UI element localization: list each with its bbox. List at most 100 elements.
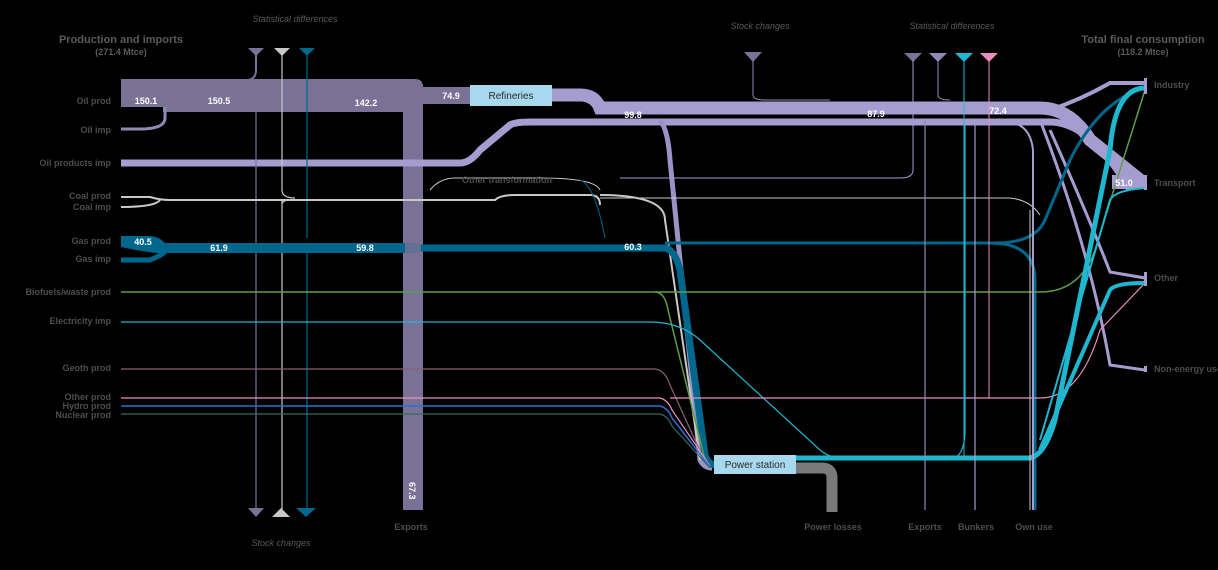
left-title: Production and imports	[59, 34, 183, 46]
power-losses-label: Power losses	[804, 522, 862, 532]
bunkers-label: Bunkers	[958, 522, 994, 532]
source-label: Hydro prod	[63, 401, 112, 411]
gas-to-sinks	[665, 86, 1146, 245]
industry-node	[1144, 78, 1147, 94]
value-exports-vertical: 67.3	[407, 482, 417, 500]
other-transformation-label: Other transformation	[462, 175, 552, 185]
right-subtitle: (118.2 Mtce)	[1117, 47, 1168, 57]
sink-other-label: Other	[1154, 273, 1179, 283]
coal-to-power	[599, 194, 701, 461]
biofuel-to-power	[654, 291, 706, 461]
stat-diff-right-marker-2	[929, 53, 947, 62]
stat-diff-right-2	[937, 60, 951, 101]
left-subtitle: (271.4 Mtce)	[95, 47, 147, 57]
own-use-label: Own use	[1015, 522, 1053, 532]
stat-diff-left-label: Statistical differences	[252, 14, 338, 24]
source-label: Gas prod	[71, 236, 111, 246]
gas-crossing	[405, 243, 421, 253]
sink-non-energy-label: Non-energy use	[1154, 364, 1218, 374]
exports-right-label: Exports	[908, 522, 942, 532]
stock-changes-bottom-label: Stock changes	[251, 538, 311, 548]
oil-to-sinks-1	[1049, 81, 1145, 112]
power-to-transport	[1039, 187, 1146, 441]
exports-left-label: Exports	[394, 522, 428, 532]
other-prod-flow	[121, 397, 711, 467]
gas-main-flow	[405, 244, 717, 469]
power-losses-flow	[796, 462, 838, 512]
refineries-label: Refineries	[488, 91, 533, 102]
stat-diff-right-marker-1	[904, 53, 922, 62]
gas-to-own-use	[989, 241, 1037, 510]
coal-to-own-use	[600, 197, 1041, 216]
stat-diff-right-marker-3	[955, 53, 973, 62]
coal-flow	[120, 194, 601, 208]
source-label: Gas imp	[75, 254, 111, 264]
gas-other-transform	[579, 179, 606, 239]
own-use-flow	[1004, 121, 1034, 510]
stat-diff-left-2	[281, 52, 296, 199]
sink-industry-label: Industry	[1154, 80, 1190, 90]
source-label: Geoth prod	[63, 363, 112, 373]
stat-diff-left-marker-1	[248, 48, 264, 56]
stat-diff-right-label: Statistical differences	[909, 21, 995, 31]
oil-products-imp-flow	[121, 118, 1134, 192]
power-to-other	[1038, 281, 1146, 451]
value-oil-to-refineries: 74.9	[442, 91, 460, 101]
value-oil-prod: 150.1	[135, 96, 158, 106]
other-node	[1144, 272, 1147, 286]
other-prod-to-sinks	[670, 282, 1146, 399]
sink-transport-label: Transport	[1154, 178, 1196, 188]
source-label: Nuclear prod	[55, 410, 111, 420]
stat-diff-right-1	[620, 60, 914, 179]
gas-prod-flow	[121, 236, 415, 253]
transport-node-bar	[1144, 175, 1147, 190]
source-label: Coal prod	[69, 191, 111, 201]
stock-changes-top-marker	[744, 52, 762, 62]
stat-diff-left-1	[245, 52, 257, 81]
value-oil-to-export: 142.2	[355, 98, 378, 108]
value-gas-prod: 40.5	[134, 237, 152, 247]
value-gas-total: 61.9	[210, 243, 228, 253]
source-label: Coal imp	[73, 202, 112, 212]
stock-left-marker-3	[296, 508, 316, 517]
source-label: Oil prod	[77, 96, 112, 106]
refineries-node	[470, 85, 552, 106]
right-title: Total final consumption	[1081, 34, 1205, 46]
value-gas-after-export: 59.8	[356, 243, 374, 253]
value-oil-after-stock: 87.9	[867, 109, 885, 119]
oil-prod-flow	[121, 79, 423, 510]
source-label: Other prod	[65, 392, 112, 402]
geoth-flow	[121, 368, 706, 463]
power-output-flow	[796, 85, 1146, 461]
stock-changes-top-label: Stock changes	[730, 21, 790, 31]
value-oil-after-stat: 150.5	[208, 96, 231, 106]
gas-imp-flow	[121, 250, 167, 263]
stock-left-marker-2	[272, 508, 290, 517]
oil-to-sinks-3	[1048, 129, 1146, 280]
oil-imp-flow	[121, 107, 167, 131]
electricity-imp-flow	[121, 321, 841, 459]
oil-to-refineries-flow	[403, 87, 470, 104]
value-transport: 51.0	[1115, 178, 1133, 188]
nuclear-flow	[121, 413, 711, 469]
stock-left-marker-1	[248, 508, 264, 517]
non-energy-node	[1144, 366, 1147, 372]
hydro-flow	[121, 405, 711, 468]
source-label: Electricity imp	[49, 316, 111, 326]
transport-node	[1112, 175, 1144, 189]
source-label: Oil products imp	[39, 158, 111, 168]
source-label: Oil imp	[80, 125, 111, 135]
stat-diff-right-marker-4	[980, 53, 998, 62]
value-refinery-out: 99.8	[624, 110, 642, 120]
value-gas-to-power: 60.3	[624, 242, 642, 252]
power-station-label: Power station	[725, 460, 786, 471]
power-station-node	[714, 455, 796, 474]
source-label: Biofuels/waste prod	[25, 287, 111, 297]
value-oil-after-bunkers: 72.4	[989, 106, 1007, 116]
refinery-output-flow	[552, 88, 1145, 186]
coal-other-transform	[429, 177, 601, 191]
power-to-own-use	[954, 125, 966, 459]
stock-changes-top-flow	[752, 60, 830, 101]
